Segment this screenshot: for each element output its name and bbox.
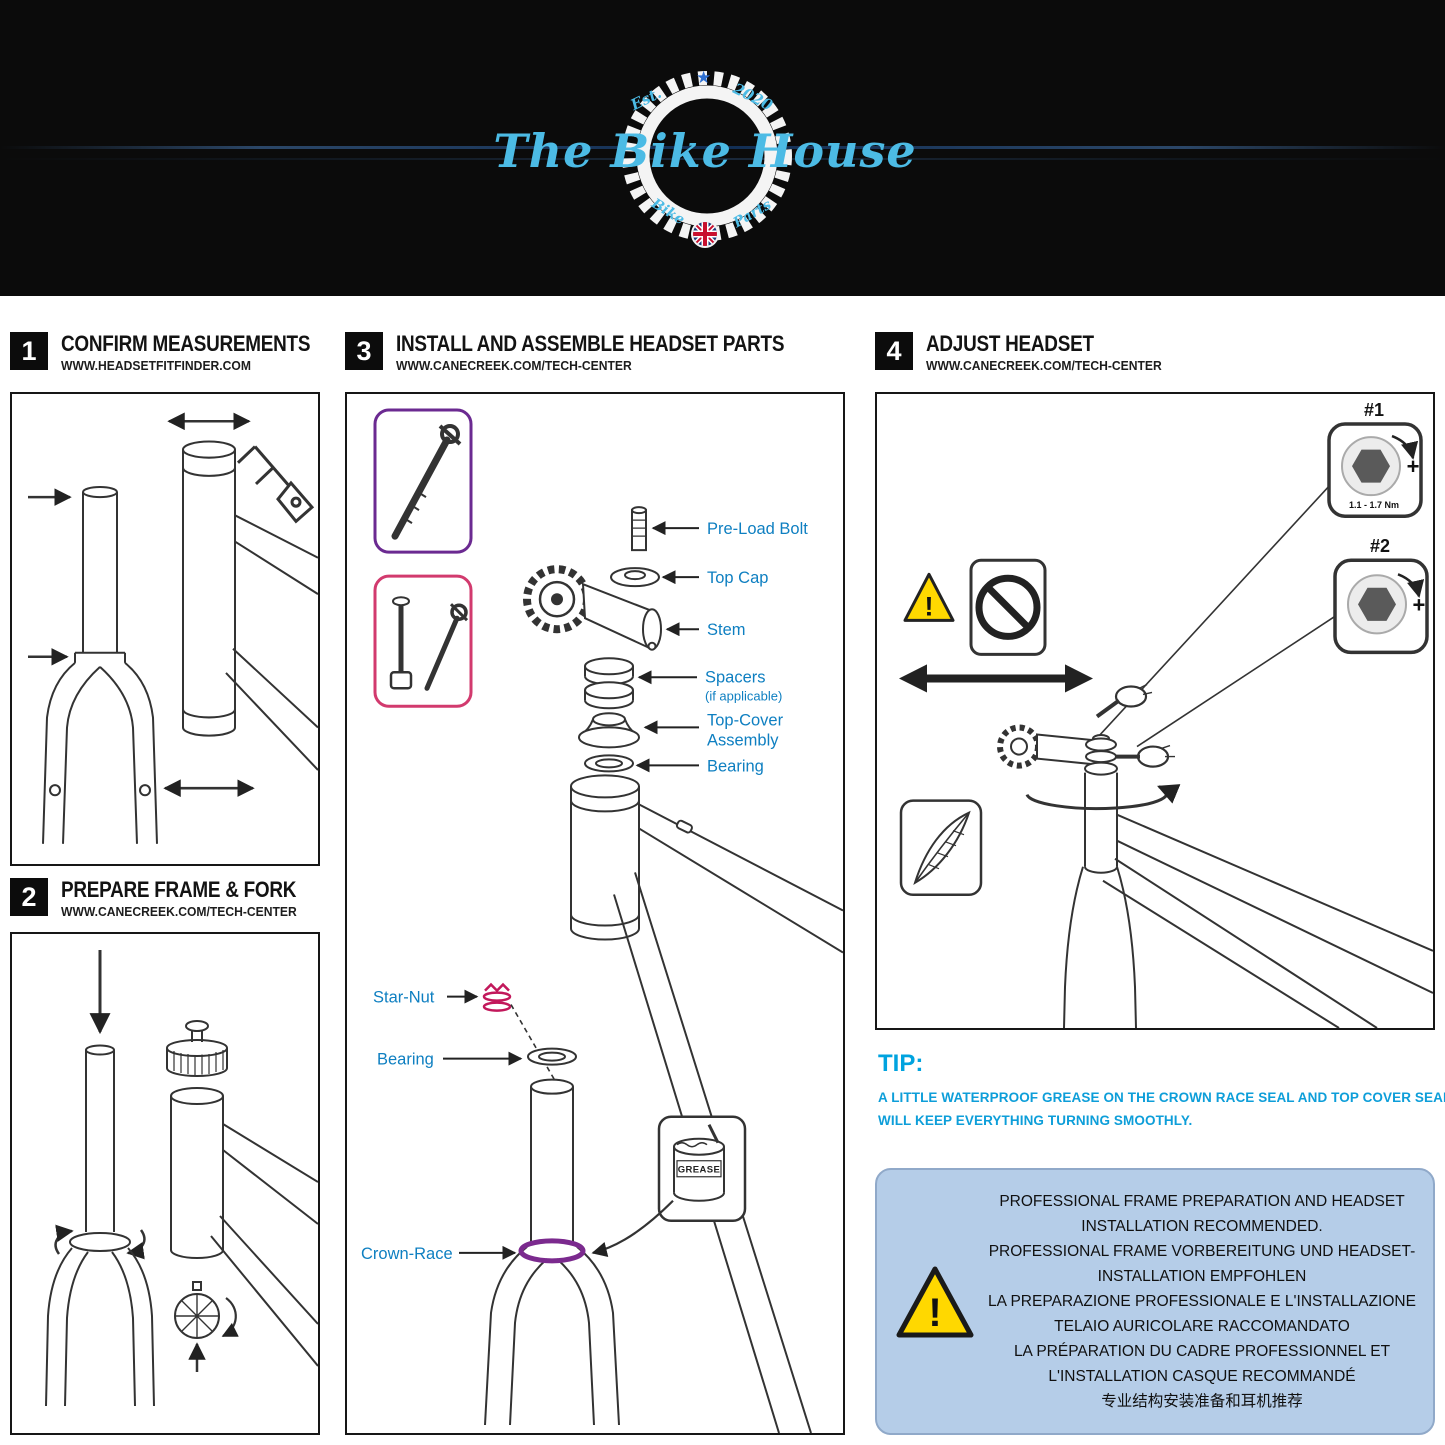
tip-line-1: A LITTLE WATERPROOF GREASE ON THE CROWN … — [878, 1090, 1445, 1105]
panel-prepare-frame-fork — [10, 932, 320, 1435]
top-cover-part — [578, 712, 640, 749]
notice-line: L'INSTALLATION CASQUE RECOMMANDÉ — [1048, 1368, 1356, 1385]
label-bearing-lower: Bearing — [377, 1051, 434, 1069]
step2-number-badge: 2 — [10, 878, 48, 916]
crown-race-part — [518, 1238, 586, 1264]
bearing-lower-part — [527, 1047, 577, 1066]
step2-title: PREPARE FRAME & FORK — [61, 877, 297, 902]
warning-triangle-icon: ! — [903, 572, 955, 622]
step1-url: WWW.HEADSETFITFINDER.COM — [61, 359, 251, 373]
uk-flag-icon — [691, 220, 719, 248]
notice-line: PROFESSIONAL FRAME VORBEREITUNG UND HEAD… — [988, 1243, 1416, 1260]
label-top-cover: Top-Cover — [707, 711, 784, 729]
spacers-part — [584, 657, 634, 710]
bike-front-end — [997, 683, 1433, 1028]
panel-confirm-measurements — [10, 392, 320, 866]
notice-line: LA PRÉPARATION DU CADRE PROFESSIONNEL ET — [1013, 1343, 1391, 1360]
pointing-hand-icon-2 — [1115, 744, 1175, 768]
header-band: Est. ★ 2020 The Bike House Bike Parts — [0, 0, 1445, 296]
step3-header: 3 INSTALL AND ASSEMBLE HEADSET PARTS WWW… — [345, 332, 847, 373]
tool2-label: #2 — [1370, 536, 1390, 556]
hex-wrench-tool-box — [373, 408, 473, 554]
notice-line: 专业结构安装准备和耳机推荐 — [1101, 1393, 1303, 1410]
notice-line: TELAIO AURICOLARE RACCOMANDATO — [1054, 1318, 1350, 1335]
fork-with-arrows — [28, 485, 158, 844]
bearing-upper-part — [584, 754, 634, 773]
frame-head-tube — [570, 774, 843, 1433]
stem-part — [523, 565, 662, 651]
driver-tools-icon — [389, 596, 469, 691]
step3-url: WWW.CANECREEK.COM/TECH-CENTER — [396, 359, 632, 373]
frame-prep-diagram — [45, 950, 318, 1407]
no-entry-icon — [969, 558, 1047, 656]
svg-text:!: ! — [928, 1291, 941, 1335]
head-tube-with-caliper — [163, 412, 318, 798]
professional-install-notice: ! PROFESSIONAL FRAME PREPARATION AND HEA… — [875, 1168, 1435, 1435]
label-star-nut: Star-Nut — [373, 989, 435, 1007]
panel-install-headset: GREASE Pre-Load Bolt Top Cap Stem Spacer… — [345, 392, 845, 1435]
exploded-parts — [482, 506, 843, 1433]
exploded-headset-diagram: GREASE Pre-Load Bolt Top Cap Stem Spacer… — [361, 408, 843, 1433]
star-nut-part — [482, 982, 512, 1012]
label-spacers: Spacers — [705, 668, 766, 686]
grease-can-label: GREASE — [678, 1165, 721, 1176]
star-icon: ★ — [696, 68, 712, 87]
preload-bolt-part — [631, 509, 647, 552]
tip-line-2: WILL KEEP EVERYTHING TURNING SMOOTHLY. — [878, 1113, 1193, 1128]
header-streak — [0, 146, 1445, 149]
step1-title: CONFIRM MEASUREMENTS — [61, 331, 311, 356]
tip-heading: TIP: — [878, 1050, 924, 1077]
chainring-logo-icon — [622, 71, 792, 241]
step2-url: WWW.CANECREEK.COM/TECH-CENTER — [61, 905, 297, 919]
hex-key-icon-1: #1 + 1.1 - 1.7 Nm — [1327, 400, 1423, 518]
adjust-headset-diagram: #1 + 1.1 - 1.7 Nm #2 + ! — [899, 400, 1433, 1028]
label-stem: Stem — [707, 621, 745, 639]
pointing-hand-icon-1 — [1095, 683, 1153, 719]
head-tube-press-tools — [166, 1020, 318, 1372]
panel-adjust-headset: #1 + 1.1 - 1.7 Nm #2 + ! — [875, 392, 1435, 1030]
notice-line: LA PREPARAZIONE PROFESSIONALE E L'INSTAL… — [988, 1293, 1416, 1310]
tool1-torque: 1.1 - 1.7 Nm — [1349, 500, 1399, 510]
step4-title: ADJUST HEADSET — [926, 331, 1094, 356]
notice-line: PROFESSIONAL FRAME PREPARATION AND HEADS… — [999, 1193, 1405, 1210]
driver-tool-box — [373, 574, 473, 708]
step3-number-badge: 3 — [345, 332, 383, 370]
double-arrow-icon — [899, 664, 1093, 693]
svg-text:!: ! — [925, 591, 934, 621]
step1-header: 1 CONFIRM MEASUREMENTS WWW.HEADSETFITFIN… — [10, 332, 351, 373]
label-top-cap: Top Cap — [707, 569, 768, 587]
feather-icon — [899, 799, 983, 897]
plus-icon-2: + — [1413, 592, 1426, 617]
step4-header: 4 ADJUST HEADSET WWW.CANECREEK.COM/TECH-… — [875, 332, 1169, 373]
step4-number-badge: 4 — [875, 332, 913, 370]
label-assembly: Assembly — [707, 731, 779, 749]
label-crown-race: Crown-Race — [361, 1245, 453, 1263]
step1-number-badge: 1 — [10, 332, 48, 370]
logo-title: The Bike House — [493, 124, 917, 178]
caliper-icon — [236, 445, 315, 524]
label-bearing-upper: Bearing — [707, 757, 764, 775]
hex-key-icon-2: #2 + — [1333, 536, 1429, 655]
label-preload-bolt: Pre-Load Bolt — [707, 520, 808, 538]
grease-can-icon — [657, 1115, 747, 1223]
notice-text: PROFESSIONAL FRAME PREPARATION AND HEADS… — [977, 1189, 1433, 1414]
step4-url: WWW.CANECREEK.COM/TECH-CENTER — [926, 359, 1162, 373]
fork-crown-race-install — [45, 950, 155, 1407]
notice-line: INSTALLATION RECOMMENDED. — [1081, 1218, 1323, 1235]
warning-triangle-icon: ! — [896, 1266, 974, 1337]
header-streak-2 — [0, 158, 1445, 160]
plus-icon-1: + — [1407, 454, 1420, 479]
measurement-diagram — [28, 412, 318, 844]
hex-wrench-icon — [391, 424, 462, 540]
tool1-label: #1 — [1364, 400, 1384, 420]
notice-line: INSTALLATION EMPFOHLEN — [1097, 1268, 1307, 1285]
fork-steerer — [484, 1078, 620, 1426]
label-spacers-note: (if applicable) — [705, 688, 782, 703]
step2-header: 2 PREPARE FRAME & FORK WWW.CANECREEK.COM… — [10, 878, 335, 919]
step3-title: INSTALL AND ASSEMBLE HEADSET PARTS — [396, 331, 785, 356]
label-arrows — [443, 521, 699, 1260]
